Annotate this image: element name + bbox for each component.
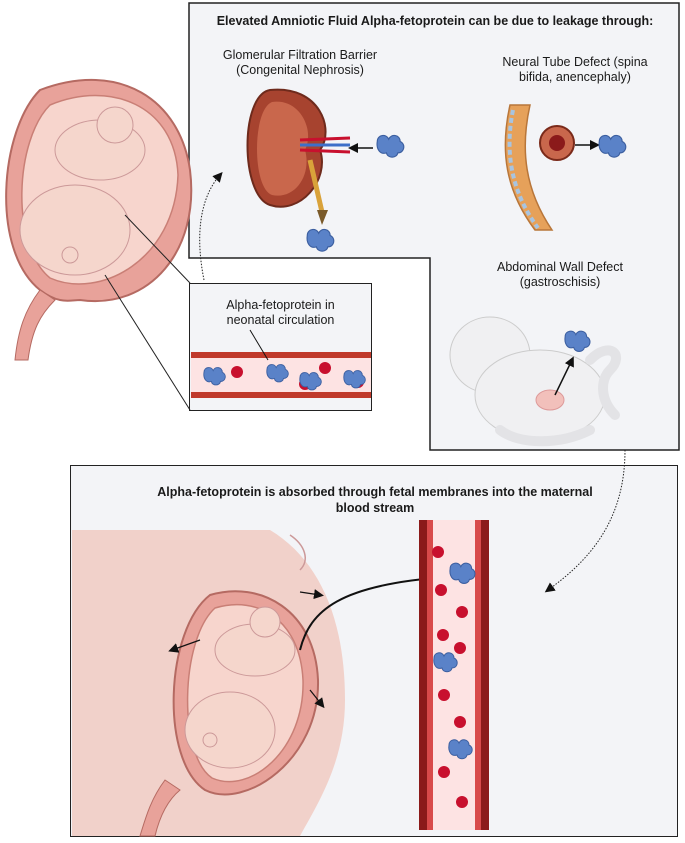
bottom-title-line1: Alpha-fetoprotein is absorbed through fe… [157,485,593,499]
spine-icon [504,104,575,231]
uterus-illustration [5,79,193,361]
afp-molecule-kidney-in [376,134,405,158]
glomerular-label: Glomerular Filtration Barrier (Congenita… [200,48,400,78]
abdominal-wall-label-line1: Abdominal Wall Defect [497,260,623,274]
membrane-arrow-right [309,689,325,709]
membrane-arrow-left [168,639,201,653]
zoom-line-bottom [104,274,191,411]
neural-tube-label-line1: Neural Tube Defect (spina [502,55,648,69]
abdominal-wall-label: Abdominal Wall Defect (gastroschisis) [470,260,650,290]
glomerular-label-line1: Glomerular Filtration Barrier [222,48,378,62]
afp-molecule-neural [598,134,627,158]
bottom-panel-title: Alpha-fetoprotein is absorbed through fe… [80,484,670,516]
maternal-abdomen [72,530,345,837]
top-panel-title: Elevated Amniotic Fluid Alpha-fetoprotei… [216,14,654,28]
afp-molecule-kidney-out [306,228,335,252]
zoom-line-top [124,214,191,284]
abdominal-wall-label-line2: (gastroschisis) [519,275,601,289]
neonatal-pointer-line [249,329,269,361]
fetus-icon [449,316,621,447]
membrane-to-vessel-arrow [299,572,449,651]
top-to-bottom-arrow [544,449,626,593]
membrane-arrow-top [299,589,324,600]
neonatal-label: Alpha-fetoprotein in neonatal circulatio… [189,298,372,328]
neonatal-label-line2: neonatal circulation [226,313,335,327]
neural-tube-label-line2: bifida, anencephaly) [519,70,631,84]
bottom-title-line2: blood stream [335,501,415,515]
glomerular-label-line2: (Congenital Nephrosis) [236,63,364,77]
neonatal-to-kidney-arrow [199,171,223,281]
kidney-icon [246,88,351,225]
abdominal-afp-arrow [554,356,574,396]
neural-tube-label: Neural Tube Defect (spina bifida, anence… [480,55,670,85]
neonatal-label-line1: Alpha-fetoprotein in [226,298,335,312]
afp-molecule-abdominal [564,330,591,352]
